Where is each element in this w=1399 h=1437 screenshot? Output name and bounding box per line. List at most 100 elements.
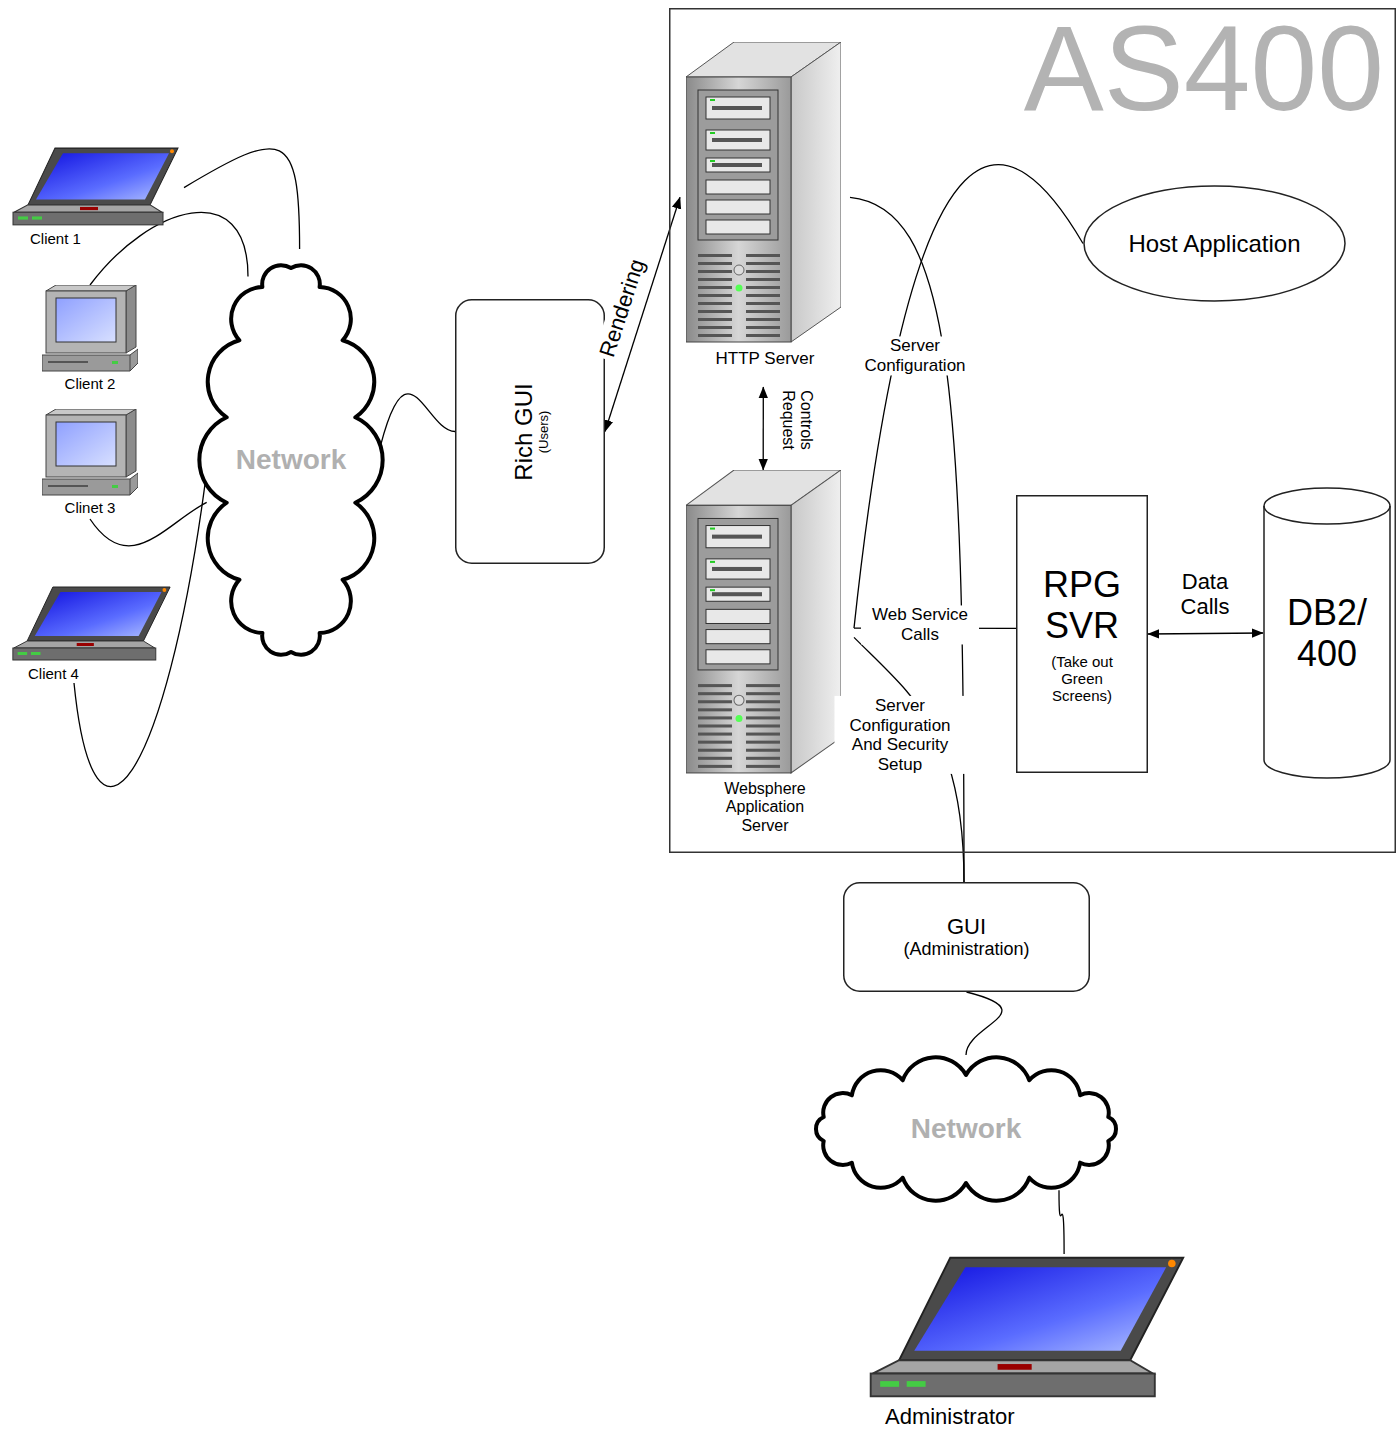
process-box: RPG SVR (Take out Green Screens) (1016, 495, 1148, 773)
drawing-part (712, 535, 762, 539)
drawing-part (56, 422, 116, 466)
client-icon: Client 1 (8, 146, 184, 250)
connector (850, 197, 964, 882)
drawing-part (698, 302, 732, 305)
node-label: Network (911, 1113, 1021, 1145)
drawing-part (162, 588, 166, 592)
drawing-part (130, 479, 131, 495)
drawing-part (706, 559, 770, 579)
drawing-part (14, 205, 162, 212)
laptop-drawing (865, 1254, 1187, 1402)
node-content: Administrator (862, 1402, 1188, 1432)
drawing-part (698, 90, 778, 240)
database-cylinder: DB2/400 (1263, 488, 1391, 778)
cloud-outline (816, 1057, 1116, 1200)
drawing-part (13, 212, 163, 225)
drawing-part (46, 291, 126, 353)
drawing-part (710, 589, 715, 591)
drawing-part (712, 567, 762, 571)
ellipse-outline (1084, 186, 1345, 301)
cylinder-rim (1264, 506, 1390, 524)
drawing-part (746, 765, 780, 768)
icon-drawing (42, 409, 138, 497)
client-icon: Client 4 (8, 585, 173, 683)
node-content: Rich GUI(Users) (455, 299, 605, 564)
drawing-part (712, 163, 762, 167)
drawing-part (746, 286, 780, 289)
drawing-part (686, 77, 791, 342)
node-label: AS400 (1024, 8, 1384, 128)
drawing-part (746, 302, 780, 305)
drawing-part (712, 138, 762, 142)
drawing-part (706, 630, 770, 644)
drawing-part (710, 528, 715, 530)
drawing-part (746, 733, 780, 736)
node-label: (Take out Green Screens) (1036, 653, 1128, 705)
drawing-part (706, 526, 770, 548)
drawing-part (14, 641, 155, 648)
drawing-part (31, 652, 41, 655)
connector (1148, 633, 1263, 634)
drawing-part (736, 715, 743, 722)
drawing-part (13, 648, 156, 660)
server-icon: Websphere Application Server (676, 470, 854, 842)
icon-drawing (10, 146, 180, 228)
drawing-part (698, 757, 732, 760)
drawing-part (1168, 1260, 1176, 1268)
drawing-part (126, 409, 136, 477)
drawing-part (998, 1364, 1032, 1370)
drawing-part (27, 587, 170, 641)
application-ellipse: Host Application (1083, 185, 1346, 302)
drawing-part (698, 518, 778, 669)
drawing-part (734, 265, 744, 275)
drawing-part (698, 765, 732, 768)
drawing-part (698, 692, 732, 695)
drawing-part (698, 733, 732, 736)
network-cloud: Network (800, 1055, 1132, 1203)
drawing-part (746, 334, 780, 337)
drawing-part (880, 1381, 899, 1387)
drawing-part (791, 42, 841, 342)
edge-label: Server Configuration (850, 336, 981, 375)
drawing-part (18, 216, 28, 219)
node-label: RPG SVR (1024, 564, 1140, 647)
drawing-part (112, 485, 118, 488)
drawing-part (734, 695, 744, 705)
drawing-part (18, 652, 28, 655)
drawing-part (698, 286, 732, 289)
connector (184, 149, 300, 249)
drawing-part (698, 254, 732, 257)
drawing-part (712, 592, 762, 596)
node-content: Network (205, 248, 377, 672)
drawing-part (736, 285, 743, 292)
drawing-part (710, 99, 715, 101)
drawing-part (746, 724, 780, 727)
drawing-part (710, 561, 715, 563)
drawing-part (710, 160, 715, 162)
box-rect (1017, 496, 1148, 773)
drawing-part (706, 220, 770, 234)
drawing-part (698, 278, 732, 281)
drawing-part (907, 1381, 926, 1387)
drawing-part (746, 310, 780, 313)
drawing-part (746, 716, 780, 719)
drawing-part (746, 262, 780, 265)
drawing-part (871, 1374, 1155, 1397)
drawing-part (36, 153, 169, 199)
icon-drawing (686, 42, 841, 347)
server-drawing (686, 42, 841, 347)
drawing-part (698, 270, 732, 273)
client-icon: Client 2 (40, 285, 140, 395)
drawing-part (746, 700, 780, 703)
network-cloud: Network (205, 248, 377, 672)
drawing-part (46, 415, 126, 477)
connector (1059, 1190, 1064, 1254)
drawing-part (698, 724, 732, 727)
cylinder-body (1264, 488, 1390, 778)
drawing-part (698, 326, 732, 329)
drawing-part (746, 254, 780, 257)
drawing-part (698, 318, 732, 321)
drawing-part (112, 361, 118, 364)
node-label: Clinet 3 (65, 499, 116, 516)
